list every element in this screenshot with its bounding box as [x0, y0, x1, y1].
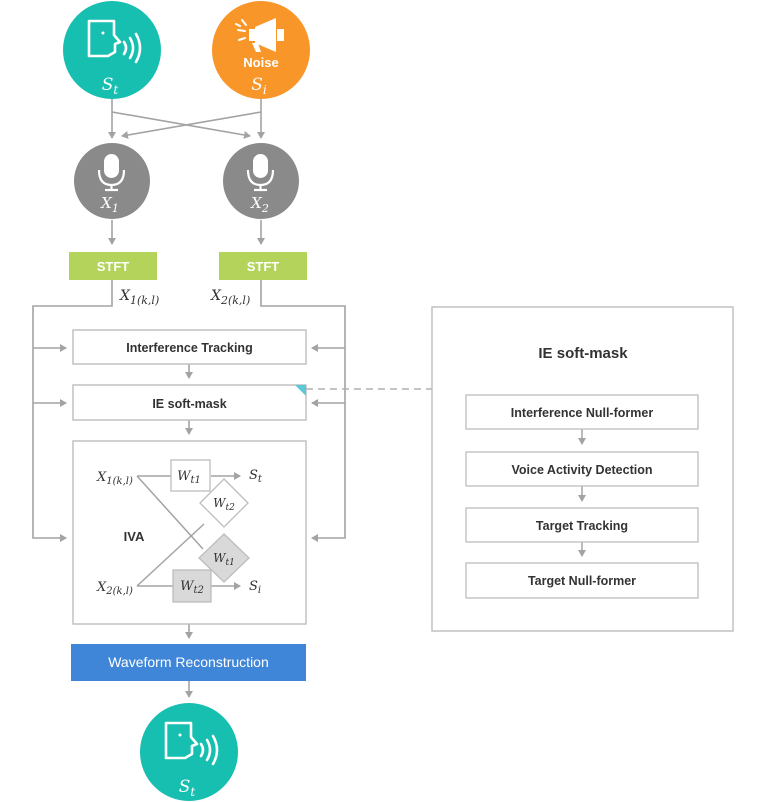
signal2-sub: 2(k,l) [220, 294, 250, 307]
detail-step-2: Voice Activity Detection [465, 451, 699, 487]
speaker-top-label: S [102, 75, 114, 95]
weight-wt1-box [170, 459, 211, 492]
mic2-label: X [250, 194, 263, 212]
svg-text:X1: X1 [100, 194, 119, 215]
stft-2: STFT [219, 252, 307, 280]
speaking-head-icon [164, 721, 219, 766]
wt2-white-sub: t2 [226, 503, 236, 513]
iva-out2-sub: i [258, 585, 261, 596]
detail-panel: IE soft-mask Interference Null-former Vo… [431, 306, 734, 632]
wt1-sub: t1 [190, 475, 200, 486]
iva-title: IVA [124, 529, 145, 544]
source-speaker: St [63, 1, 161, 99]
stft-1: STFT [69, 252, 157, 280]
weight-wt2-diamond [199, 478, 249, 528]
speaker-out-label: S [179, 777, 191, 797]
mic-1: X1 [74, 143, 150, 219]
mic1-sub: 1 [112, 202, 119, 215]
signal1-label: X [119, 288, 131, 304]
detail-step-1: Interference Null-former [465, 394, 699, 430]
svg-text:Si: Si [251, 75, 267, 97]
weight-wt2-box [172, 569, 212, 603]
interference-tracking-box: Interference Tracking [72, 329, 307, 365]
wt2-sub: t2 [193, 585, 203, 596]
iva-block: IVA X1(k,l) X2(k,l) Wt1 Wt2 [72, 440, 307, 625]
detail-step-1-label: Interference Null-former [511, 406, 654, 420]
source-noise: Noise Si [212, 1, 310, 99]
mic2-sub: 2 [261, 202, 269, 215]
svg-text:St: St [102, 75, 119, 97]
corner-tag-icon [295, 385, 306, 396]
noise-tag: Noise [243, 55, 278, 70]
iva-out1-sub: t [258, 474, 263, 485]
microphone-icon [97, 154, 126, 192]
detail-step-4: Target Null-former [465, 562, 699, 599]
interference-tracking-label: Interference Tracking [126, 341, 252, 355]
detail-step-3-label: Target Tracking [536, 519, 628, 533]
iva-in2-sub: 2(k,l) [105, 586, 133, 597]
megaphone-icon [235, 18, 284, 52]
svg-text:Si: Si [249, 579, 261, 596]
detail-step-2-label: Voice Activity Detection [511, 463, 652, 477]
wt1-gray-label: W [213, 551, 227, 565]
svg-text:Wt1: Wt1 [213, 551, 235, 568]
iva-in2-label: X [96, 580, 107, 595]
ie-softmask-label: IE soft-mask [152, 397, 226, 411]
iva-out2-label: S [249, 579, 258, 594]
svg-text:X2: X2 [250, 194, 269, 215]
iva-in1-label: X [96, 470, 107, 485]
speaking-head-icon [87, 19, 142, 64]
svg-text:Wt1: Wt1 [177, 469, 201, 486]
iva-out1-label: S [249, 468, 258, 483]
stft1-label: STFT [97, 259, 130, 274]
svg-text:St: St [179, 777, 196, 799]
mic-2: X2 [223, 143, 299, 219]
svg-text:Wt2: Wt2 [213, 496, 235, 513]
signal1-sub: 1(k,l) [130, 294, 159, 307]
microphone-icon [246, 154, 275, 192]
detail-title: IE soft-mask [538, 345, 628, 362]
svg-text:St: St [249, 468, 263, 485]
mic1-label: X [100, 194, 113, 212]
stft2-label: STFT [247, 259, 280, 274]
svg-text:X2(k,l): X2(k,l) [96, 580, 133, 597]
connectors [32, 96, 346, 698]
svg-text:X2(k,l): X2(k,l) [210, 288, 250, 307]
speaker-top-sub: t [113, 83, 118, 97]
detail-step-3: Target Tracking [465, 507, 699, 543]
waveform-label: Waveform Reconstruction [108, 654, 269, 670]
iva-connectors [136, 472, 241, 590]
wt1-gray-sub: t1 [226, 558, 235, 568]
noise-label: S [251, 75, 263, 95]
ie-softmask-box: IE soft-mask [72, 384, 307, 421]
edge-right-bus [260, 280, 346, 542]
noise-sub: i [263, 83, 267, 97]
svg-text:Wt2: Wt2 [180, 579, 204, 596]
edge-speaker-cross [111, 111, 251, 139]
svg-text:X1(k,l): X1(k,l) [96, 470, 133, 487]
signal2-label: X [210, 288, 222, 304]
wt2-white-label: W [213, 496, 227, 510]
speaker-out-sub: t [190, 785, 195, 799]
detail-step-4-label: Target Null-former [528, 574, 636, 588]
edge-noise-cross [121, 111, 262, 139]
edge-left-bus [32, 280, 113, 542]
svg-text:X1(k,l): X1(k,l) [119, 288, 159, 307]
iva-in1-sub: 1(k,l) [106, 476, 133, 487]
wt2-label: W [180, 579, 195, 594]
wt1-label: W [177, 469, 192, 484]
output-speaker: St [140, 703, 238, 801]
waveform-reconstruction-box: Waveform Reconstruction [71, 644, 306, 681]
